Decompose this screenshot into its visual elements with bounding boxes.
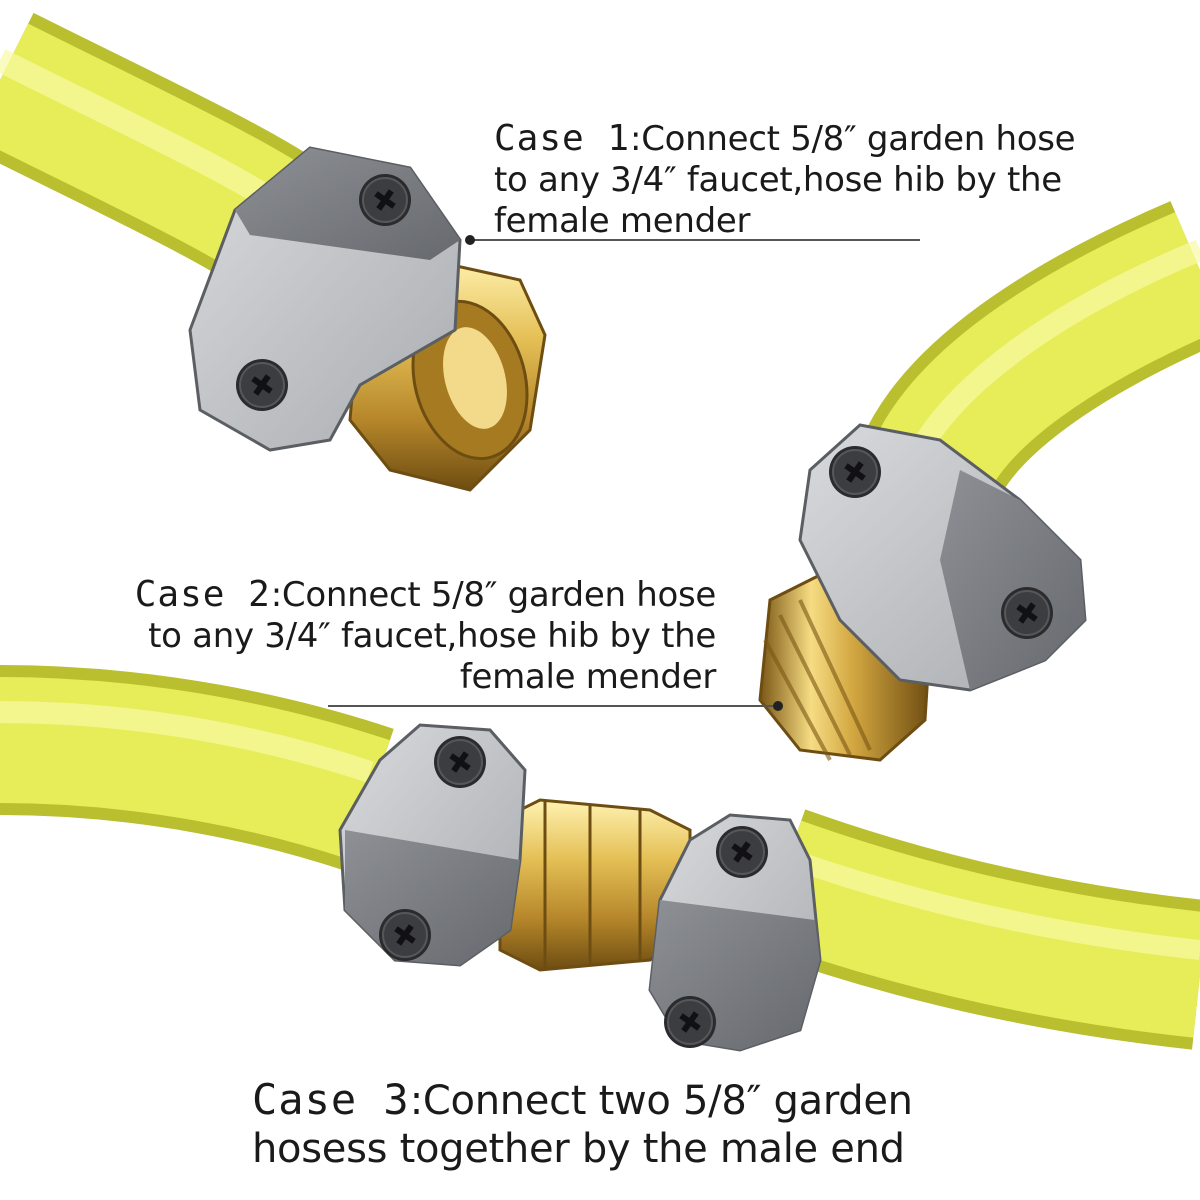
caption-line: :Connect two 5/8″ garden	[409, 1078, 913, 1124]
case-label: Case 3	[252, 1075, 410, 1124]
leader-line-case2	[328, 701, 783, 711]
caption-line: female mender	[459, 657, 716, 697]
leader-line-case1	[465, 235, 920, 245]
caption-line: :Connect 5/8″ garden hose	[630, 119, 1076, 159]
caption-line: :Connect 5/8″ garden hose	[270, 575, 717, 615]
screw-icon	[715, 825, 769, 879]
case-label: Case 1	[494, 118, 631, 159]
double-mender-connector	[338, 723, 822, 1052]
caption-case-3: Case 3:Connect two 5/8″ garden hosess to…	[252, 1076, 913, 1173]
caption-case-1: Case 1:Connect 5/8″ garden hose to any 3…	[494, 118, 1076, 242]
screw-icon	[663, 995, 717, 1049]
screw-icon	[358, 173, 412, 227]
screw-icon	[1000, 586, 1054, 640]
screw-icon	[828, 445, 882, 499]
screw-icon	[433, 735, 487, 789]
male-mender-fitting	[758, 423, 1087, 762]
hose-bottom-right	[754, 809, 1200, 1050]
hose-right	[861, 201, 1200, 503]
caption-line: hosess together by the male end	[252, 1126, 905, 1172]
caption-line: to any 3/4″ faucet,hose hib by the	[494, 160, 1062, 200]
case-label: Case 2	[134, 574, 271, 615]
caption-case-2: Case 2:Connect 5/8″ garden hose to any 3…	[134, 574, 717, 698]
caption-line: to any 3/4″ faucet,hose hib by the	[148, 616, 716, 656]
caption-line: female mender	[494, 201, 751, 241]
screw-icon	[235, 358, 289, 412]
female-mender-fitting	[188, 146, 547, 492]
screw-icon	[378, 908, 432, 962]
hose-bottom-left	[0, 665, 394, 872]
